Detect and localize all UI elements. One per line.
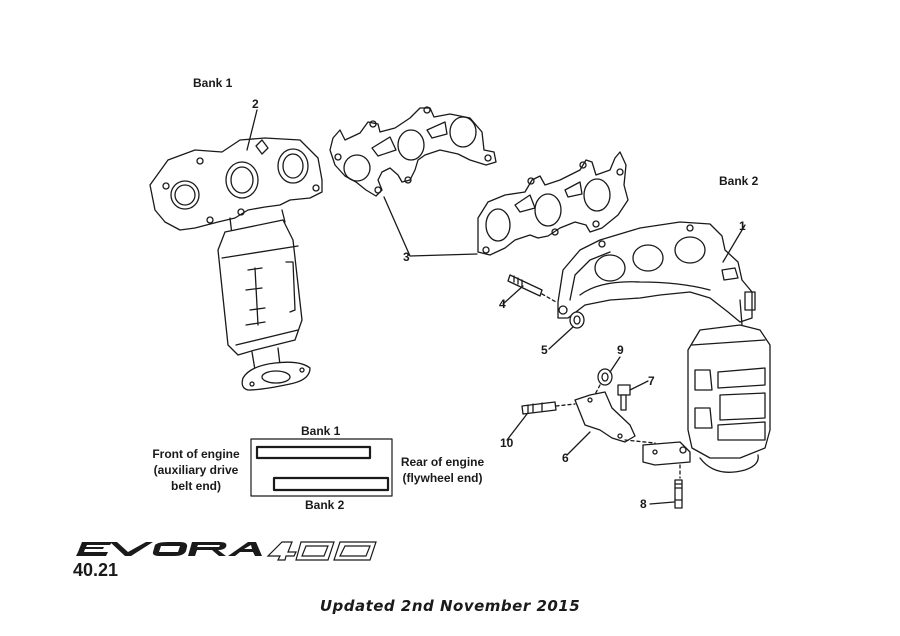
- bank-2-label: Bank 2: [719, 174, 759, 188]
- callout-6: 6: [562, 451, 569, 465]
- stud-4: [507, 274, 557, 303]
- callout-leader-7: [629, 380, 649, 391]
- updated-date: Updated 2nd November 2015: [319, 597, 581, 615]
- callout-8: 8: [640, 497, 647, 511]
- key-front-line-1: Front of engine: [152, 447, 240, 461]
- stud-10: [521, 401, 576, 415]
- callout-leader-8: [649, 501, 675, 505]
- callout-leader-1: [722, 224, 746, 263]
- callout-leader-3: [383, 196, 478, 257]
- callout-9: 9: [617, 343, 624, 357]
- key-bank-1-label: Bank 1: [301, 424, 341, 438]
- bank-1-manifold: [149, 137, 323, 231]
- bank-2-manifold: [557, 221, 756, 323]
- key-front-of-engine: Front of engine (auxiliary drive belt en…: [146, 446, 246, 494]
- key-front-line-2: (auxiliary drive: [153, 463, 239, 477]
- callout-5: 5: [541, 343, 548, 357]
- model-400-logo: [266, 541, 377, 561]
- callout-10: 10: [500, 436, 514, 450]
- callout-2: 2: [252, 97, 259, 111]
- callout-leader-4: [502, 285, 524, 305]
- key-front-line-3: belt end): [171, 479, 221, 493]
- flange-bracket: [642, 441, 691, 479]
- callout-leader-5: [548, 326, 574, 350]
- key-bank-2-label: Bank 2: [305, 498, 345, 512]
- nut-5: [569, 311, 585, 329]
- bolt-7: [617, 384, 631, 411]
- evora-logo: [76, 542, 262, 556]
- callout-1: 1: [739, 219, 746, 233]
- callout-3: 3: [403, 250, 410, 264]
- callout-leader-6: [566, 431, 591, 456]
- callout-leader-2: [246, 109, 258, 151]
- key-rear-line-1: Rear of engine: [400, 455, 485, 469]
- bank-1-catalyst: [217, 209, 311, 391]
- page-number: 40.21: [73, 560, 119, 580]
- key-rear-line-2: (flywheel end): [402, 471, 483, 485]
- gasket-lower: [477, 151, 629, 256]
- stud-8: [674, 479, 683, 509]
- orientation-key: [250, 438, 393, 497]
- callout-leader-10: [506, 413, 528, 441]
- bracket-6: [574, 391, 656, 444]
- callout-7: 7: [648, 374, 655, 388]
- key-rear-of-engine: Rear of engine (flywheel end): [395, 454, 490, 486]
- gasket-upper: [329, 106, 497, 197]
- bank-1-label: Bank 1: [193, 76, 233, 90]
- callout-leader-9: [609, 356, 621, 373]
- bank-2-catalyst: [687, 299, 771, 473]
- callout-4: 4: [499, 297, 506, 311]
- nut-9: [591, 368, 613, 401]
